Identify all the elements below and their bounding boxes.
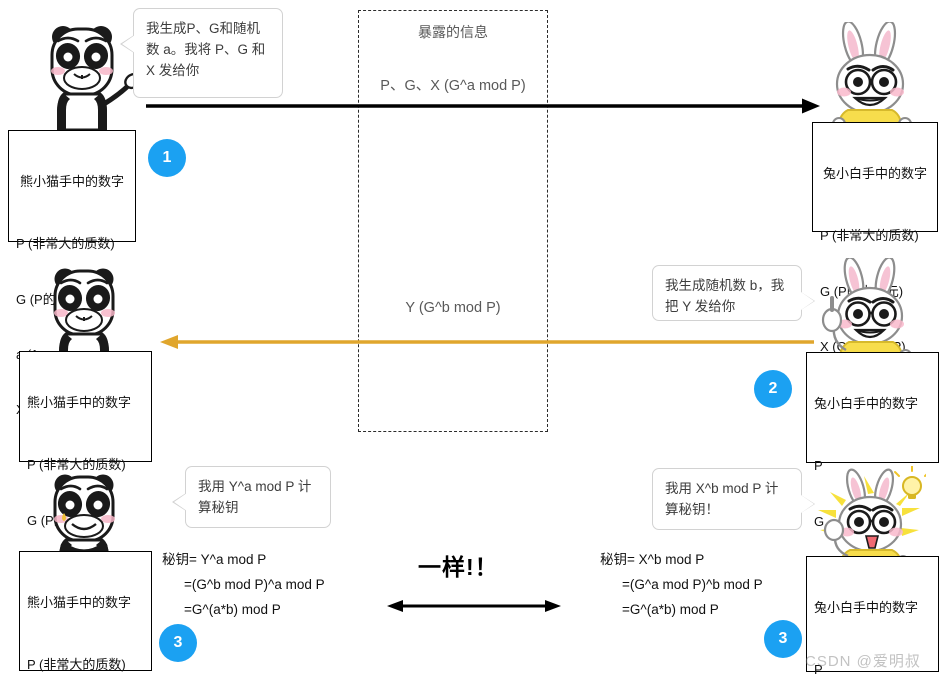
speech-bubble-panda-step3-text: 我用 Y^a mod P 计算秘钥: [198, 479, 312, 515]
secret-key-formula-left-line-1: 秘钥= Y^a mod P: [162, 552, 267, 567]
bubble-tail-fill: [121, 35, 135, 53]
panda-values-box-step3-line-0: P (非常大的质数): [27, 657, 126, 673]
bubble-tail-fill: [800, 292, 814, 310]
speech-bubble-panda-step3: 我用 Y^a mod P 计算秘钥: [172, 466, 331, 528]
secret-key-formula-left-line-2: =(G^b mod P)^a mod P: [184, 576, 325, 592]
speech-bubble-rabbit-step3-text: 我用 X^b mod P 计算秘钥！: [665, 481, 779, 517]
rabbit-values-box-step1: 兔小白手中的数字 P (非常大的质数) G (P的生成元) X (G^a mod…: [812, 122, 938, 354]
rabbit-values-box-step1-title: 兔小白手中的数字: [822, 165, 927, 181]
bubble-tail-fill: [173, 493, 187, 511]
panda-values-box-step2-line-0: P (非常大的质数): [27, 457, 126, 473]
step-badge-3-right: 3: [764, 620, 802, 658]
double-arrow-icon: [386, 596, 562, 621]
secret-key-formula-right-line-1: 秘钥= X^b mod P: [600, 552, 705, 567]
panda-values-box-step2: 熊小猫手中的数字 P (非常大的质数) G (P的生成元) a (1<a<P-2…: [19, 351, 152, 679]
same-result-label: 一样!！: [418, 554, 499, 580]
panda-values-box-step2-title: 熊小猫手中的数字: [27, 394, 132, 410]
rabbit-values-box-step2-title: 兔小白手中的数字: [814, 395, 919, 411]
rabbit-values-box-step3-line-0: P: [814, 662, 823, 678]
rabbit-values-box-step1-line-0: P (非常大的质数): [820, 228, 919, 244]
exposed-info-line-1: P、G、X (G^a mod P): [380, 78, 526, 94]
secret-key-formula-right: 秘钥= X^b mod P =(G^a mod P)^b mod P =G^(a…: [600, 552, 820, 618]
watermark: CSDN @爱明叔: [805, 653, 921, 670]
step-badge-3-left: 3: [159, 624, 197, 662]
speech-bubble-rabbit-step3: 我用 X^b mod P 计算秘钥！: [652, 468, 815, 530]
panda-values-box-step3-title: 熊小猫手中的数字: [27, 594, 132, 610]
panda-character-icon: [34, 18, 144, 138]
exposed-info-column: [358, 10, 548, 432]
speech-bubble-panda-step1: 我生成P、G和随机数 a。我将 P、G 和 X 发给你: [120, 8, 283, 98]
secret-key-formula-left: 秘钥= Y^a mod P =(G^b mod P)^a mod P =G^(a…: [162, 552, 362, 618]
rabbit-values-box-step2: 兔小白手中的数字 P G X (G^a mod P) b (1<b<P-2) Y…: [806, 352, 939, 639]
arrow-left-icon: [158, 332, 818, 357]
panda-values-box-step1-title: 熊小猫手中的数字: [19, 173, 124, 189]
rabbit-values-box-step3: 兔小白手中的数字 P G X (G^a mod P) b (1<b<P-2) Y…: [806, 556, 939, 677]
step-badge-1: 1: [148, 139, 186, 177]
speech-bubble-panda-step1-text: 我生成P、G和随机数 a。我将 P、G 和 X 发给你: [146, 21, 266, 78]
exposed-info-title: 暴露的信息: [418, 24, 488, 40]
secret-key-formula-right-line-3: =G^(a*b) mod P: [622, 601, 719, 617]
rabbit-values-box-step2-line-0: P: [814, 458, 823, 474]
rabbit-values-box-step2-line-1: G: [814, 513, 825, 529]
secret-key-formula-right-line-2: =(G^a mod P)^b mod P: [622, 576, 763, 592]
panda-values-box-step1: 熊小猫手中的数字 P (非常大的质数) G (P的生成元) a (1<a<P-2…: [8, 130, 136, 417]
bubble-tail-fill: [800, 495, 814, 513]
panda-values-box-step3: 熊小猫手中的数字 P (非常大的质数) G (P的生成元) a (1<a<P-2…: [19, 551, 152, 673]
speech-bubble-rabbit-step2-text: 我生成随机数 b，我把 Y 发给你: [665, 278, 785, 314]
rabbit-values-box-step3-title: 兔小白手中的数字: [814, 599, 919, 615]
exposed-info-line-2: Y (G^b mod P): [405, 300, 501, 316]
step-badge-2: 2: [754, 370, 792, 408]
speech-bubble-rabbit-step2: 我生成随机数 b，我把 Y 发给你: [652, 265, 815, 321]
panda-values-box-step1-line-0: P (非常大的质数): [16, 236, 115, 252]
arrow-right-icon: [144, 96, 824, 121]
secret-key-formula-left-line-3: =G^(a*b) mod P: [184, 601, 281, 617]
